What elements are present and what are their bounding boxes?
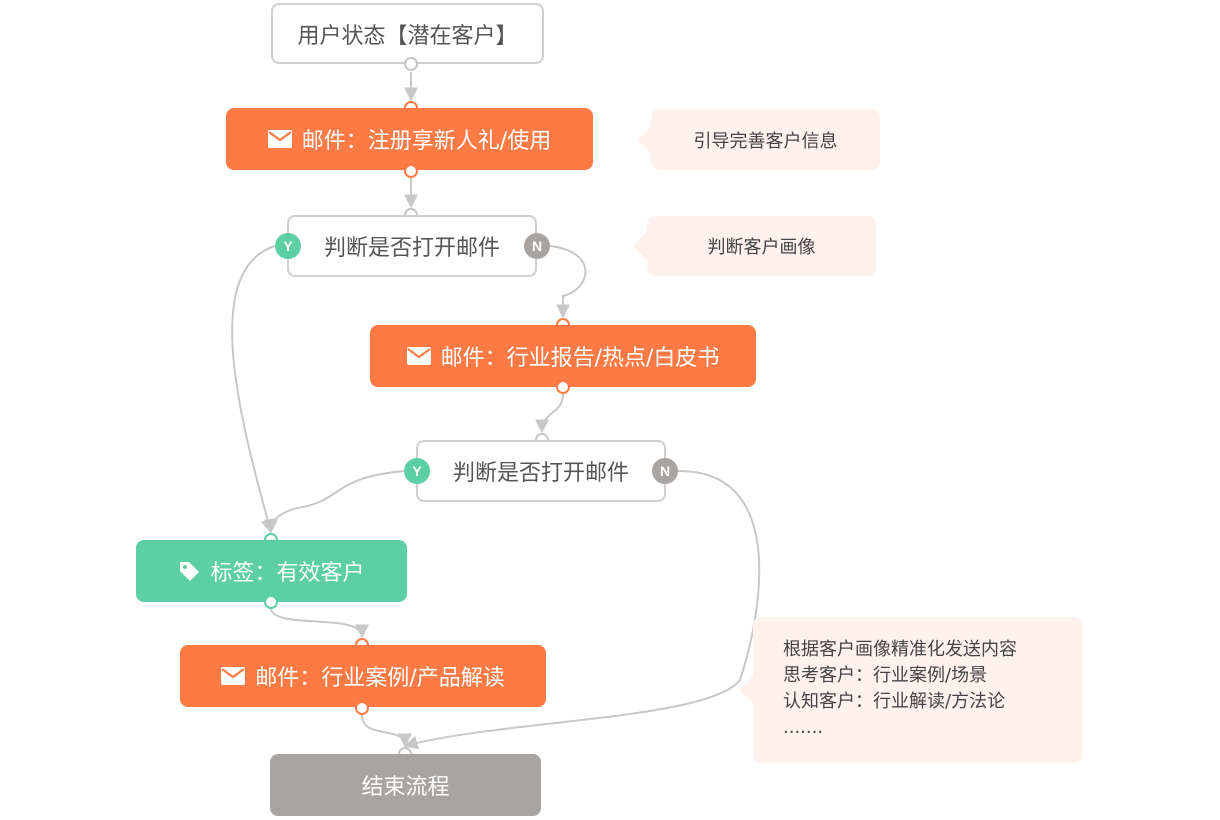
judge2-no-badge[interactable]: N [652, 458, 678, 484]
mail-node-3-label: 邮件：行业案例/产品解读 [255, 666, 505, 691]
judge-node-1[interactable]: 判断是否打开邮件 [287, 215, 537, 277]
judge1-no-label: N [531, 238, 543, 254]
mail3-output-port[interactable] [355, 701, 369, 715]
tag-node[interactable]: 标签：有效客户 [136, 540, 407, 602]
judge2-no-label: N [659, 463, 671, 479]
note-2: 判断客户画像 [633, 216, 876, 276]
note-1: 引导完善客户信息 [637, 109, 880, 170]
judge-node-2[interactable]: 判断是否打开邮件 [416, 440, 666, 502]
tag-icon [178, 560, 200, 582]
edge-mail3-to-end [361, 714, 412, 748]
edge-mail2-to-judge2 [535, 393, 564, 434]
mail-icon [406, 347, 431, 365]
mail-node-3[interactable]: 邮件：行业案例/产品解读 [180, 645, 546, 707]
start-output-port[interactable] [404, 57, 418, 71]
edge-judge2-yes-to-tag [264, 470, 405, 534]
end-node-label: 结束流程 [361, 775, 450, 800]
mail-node-2[interactable]: 邮件：行业报告/热点/白皮书 [370, 325, 756, 387]
start-node[interactable]: 用户状态【潜在客户】 [271, 3, 544, 64]
judge1-yes-badge[interactable]: Y [275, 233, 301, 259]
judge-node-2-label: 判断是否打开邮件 [452, 461, 629, 486]
judge2-yes-label: Y [412, 463, 422, 479]
note-3-line-4: ....... [783, 717, 824, 738]
edge-judge1-yes-to-tag [231, 245, 276, 534]
mail-icon [221, 667, 246, 685]
mail-icon [267, 130, 292, 148]
edge-judge1-no-to-mail2 [549, 245, 587, 319]
start-node-label: 用户状态【潜在客户】 [297, 23, 518, 49]
note-2-text: 判断客户画像 [707, 237, 816, 258]
note-3: 根据客户画像精准化发送内容 思考客户：行业案例/场景 认知客户：行业解读/方法论… [739, 617, 1082, 763]
edge-tag-to-mail3 [270, 608, 369, 639]
mail-node-1[interactable]: 邮件：注册享新人礼/使用 [226, 108, 593, 170]
mail1-output-port[interactable] [404, 164, 418, 178]
tag-node-label: 标签：有效客户 [210, 561, 365, 586]
note-3-line-1: 根据客户画像精准化发送内容 [783, 639, 1017, 660]
tag-output-port[interactable] [264, 595, 278, 609]
judge2-yes-badge[interactable]: Y [404, 458, 430, 484]
note-1-text: 引导完善客户信息 [693, 130, 838, 152]
mail2-output-port[interactable] [556, 380, 570, 394]
judge1-yes-label: Y [283, 238, 293, 254]
mail-node-1-label: 邮件：注册享新人礼/使用 [301, 129, 552, 154]
note-3-line-2: 思考客户：行业案例/场景 [783, 665, 988, 686]
judge1-no-badge[interactable]: N [524, 233, 550, 259]
note-3-line-3: 认知客户：行业解读/方法论 [783, 691, 1006, 712]
end-node[interactable]: 结束流程 [270, 754, 541, 816]
mail-node-2-label: 邮件：行业报告/热点/白皮书 [440, 346, 720, 371]
judge-node-1-label: 判断是否打开邮件 [323, 236, 500, 261]
